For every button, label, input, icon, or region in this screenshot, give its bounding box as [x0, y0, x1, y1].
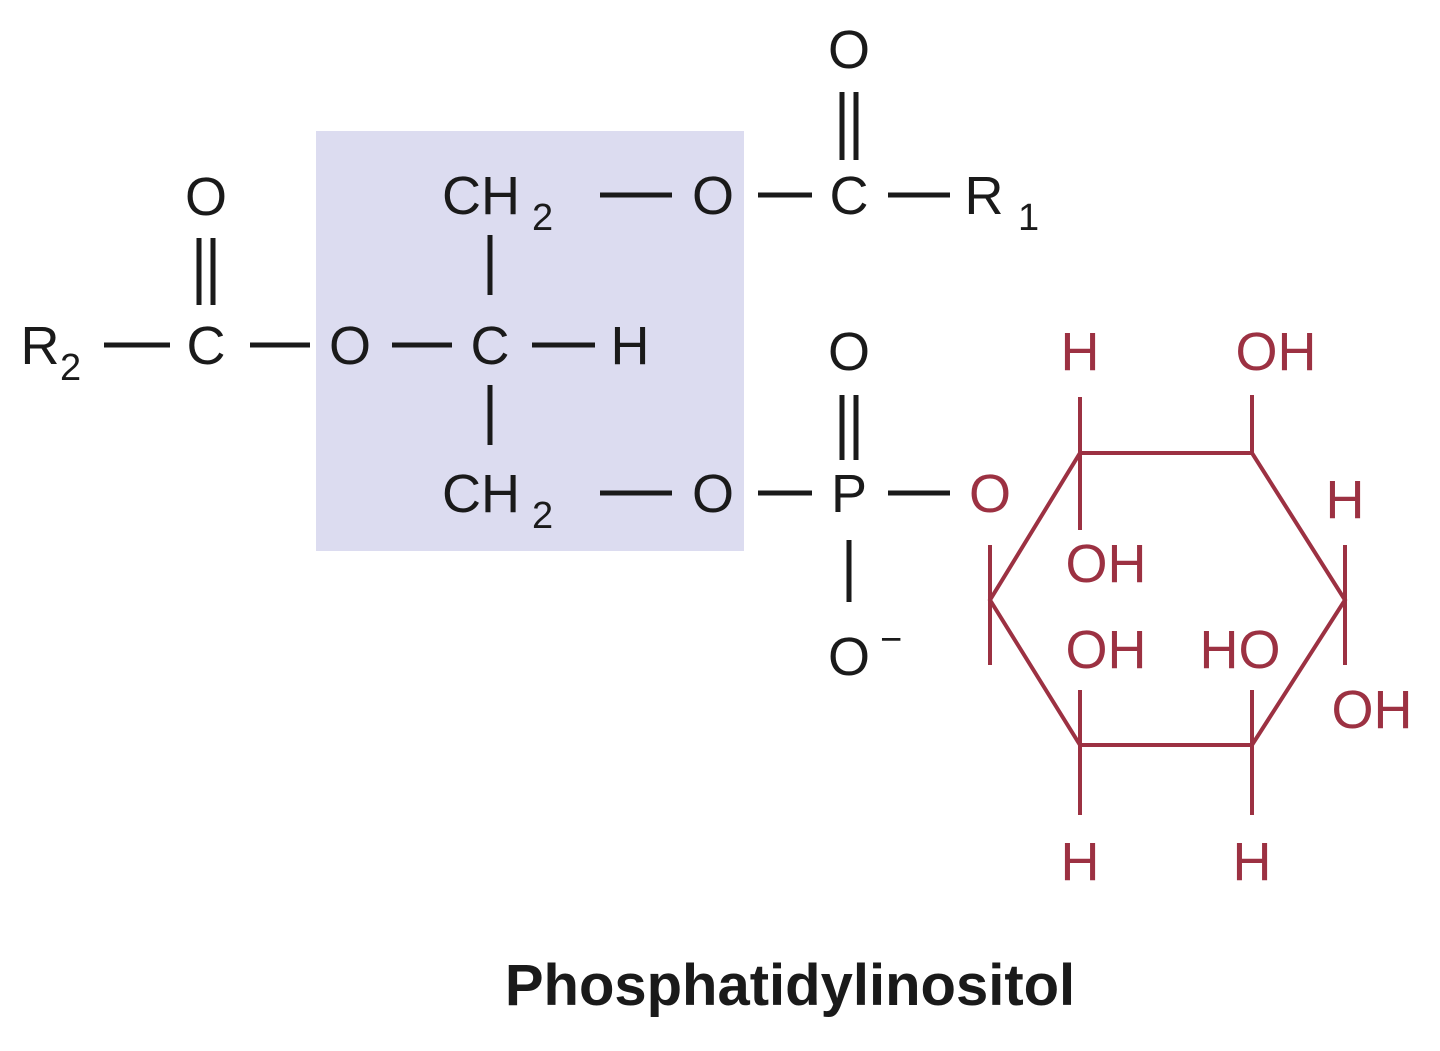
o-ester-top: O [692, 166, 734, 226]
c-ester-right: C [830, 166, 869, 226]
phosphate-o-double: O [828, 322, 870, 382]
c-ester-left: C [187, 316, 226, 376]
ino-oh-inner-left: OH [1066, 620, 1147, 680]
r2: R [21, 316, 60, 376]
h-center: H [611, 316, 650, 376]
r1: R [965, 166, 1004, 226]
ino-h-top-left: H [1061, 322, 1100, 382]
ch2-bottom: CH [442, 464, 520, 524]
ch2-top-subscript: 2 [532, 197, 553, 239]
ino-h-right: H [1326, 470, 1365, 530]
ino-oh-inner-top: OH [1066, 534, 1147, 594]
inositol-ring [987, 395, 1348, 815]
ino-oh-right: OH [1332, 680, 1413, 740]
r1-subscript: 1 [1018, 197, 1039, 239]
o-ester-left: O [329, 316, 371, 376]
ch2-top-label: CH [442, 166, 520, 226]
p-atom: P [831, 464, 867, 524]
o-inositol-link: O [969, 464, 1011, 524]
ino-oh-top-right: OH [1236, 322, 1317, 382]
o-minus: O [828, 627, 870, 687]
c-center: C [471, 316, 510, 376]
molecule-caption: Phosphatidylinositol [505, 953, 1075, 1018]
bonds-black [104, 92, 950, 602]
glycerol-backbone-box [316, 131, 744, 551]
ch2-bottom-subscript: 2 [532, 495, 553, 537]
o-phosphoester: O [692, 464, 734, 524]
ch2-bottom-label: CH [442, 464, 520, 524]
o-minus-charge: − [880, 619, 902, 661]
ch2-top: CH [442, 166, 520, 226]
carbonyl-o-left: O [185, 167, 227, 227]
carbonyl-o-right: O [828, 20, 870, 80]
ino-ho-inner-right: HO [1200, 620, 1281, 680]
inositol-hexagon [987, 451, 1348, 747]
ino-h-bottom-left: H [1061, 832, 1100, 892]
ino-h-bottom-right: H [1233, 832, 1272, 892]
r2-subscript: 2 [60, 347, 81, 389]
